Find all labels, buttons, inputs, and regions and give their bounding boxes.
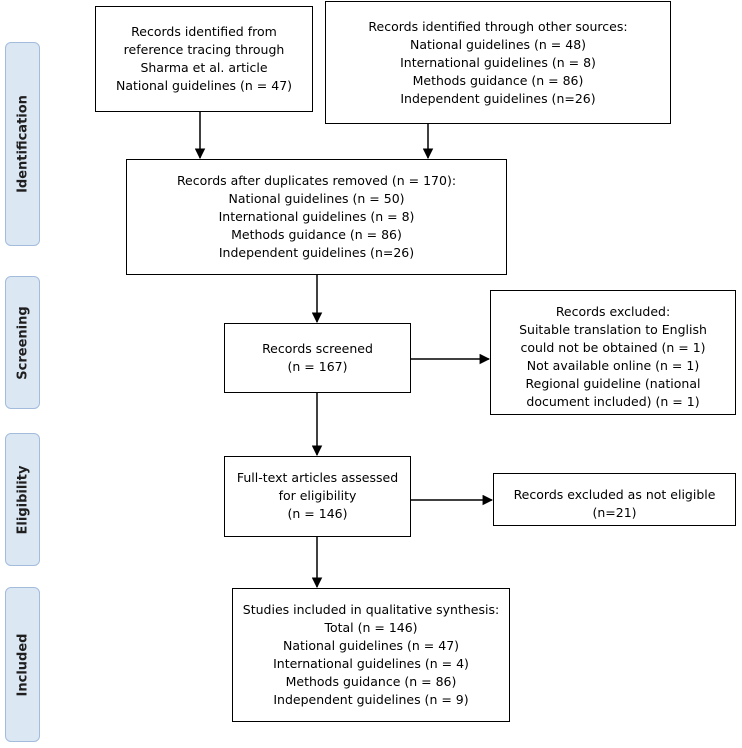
box-records-screened: Records screened (n = 167) — [224, 323, 411, 393]
box-records-identified-reference: Records identified from reference tracin… — [95, 6, 313, 112]
box-line: Records excluded: — [555, 304, 671, 319]
box-line: Full-text articles assessed — [236, 470, 399, 485]
box-line: (n = 146) — [287, 506, 348, 521]
box-line: Methods guidance (n = 86) — [231, 227, 402, 242]
stage-label-included: Included — [5, 587, 40, 742]
box-line: Records after duplicates removed (n = 17… — [176, 173, 457, 188]
box-line: could not be obtained (n = 1) — [520, 340, 706, 355]
box-line: Studies included in qualitative synthesi… — [242, 602, 500, 617]
box-studies-included: Studies included in qualitative synthesi… — [232, 588, 510, 722]
box-line: International guidelines (n = 4) — [273, 656, 469, 671]
box-line: document included) (n = 1) — [526, 394, 700, 409]
box-line: Sharma et al. article — [140, 60, 268, 75]
box-line: (n = 167) — [287, 359, 348, 374]
box-line: National guidelines (n = 47) — [282, 638, 460, 653]
stage-label-identification: Identification — [5, 42, 40, 246]
box-line: Total (n = 146) — [324, 620, 418, 635]
box-line: Methods guidance (n = 86) — [412, 72, 584, 88]
box-line: Regional guideline (national — [525, 376, 701, 391]
box-records-after-duplicates: Records after duplicates removed (n = 17… — [126, 159, 507, 275]
box-records-not-eligible: Records excluded as not eligible (n=21) — [493, 473, 736, 526]
box-records-excluded: Records excluded: Suitable translation t… — [490, 290, 736, 415]
box-line: Independent guidelines (n = 9) — [273, 692, 469, 707]
box-line: Suitable translation to English — [519, 322, 707, 337]
box-line: for eligibility — [278, 488, 357, 503]
box-line: National guidelines (n = 50) — [228, 191, 405, 206]
box-line: Not available online (n = 1) — [526, 358, 700, 373]
stage-label-identification-text: Identification — [15, 95, 30, 193]
stage-label-eligibility: Eligibility — [5, 433, 40, 566]
box-line: reference tracing through — [123, 42, 285, 57]
box-line: Records identified from — [131, 24, 277, 39]
box-line: Independent guidelines (n=26) — [218, 245, 415, 260]
stage-label-eligibility-text: Eligibility — [15, 465, 30, 534]
box-line: International guidelines (n = 8) — [400, 54, 596, 70]
box-line: National guidelines (n = 47) — [115, 78, 293, 93]
box-line: National guidelines (n = 48) — [409, 36, 587, 52]
box-records-identified-other: Records identified through other sources… — [325, 1, 671, 124]
box-fulltext-assessed: Full-text articles assessed for eligibil… — [224, 456, 411, 537]
stage-label-screening-text: Screening — [15, 305, 30, 380]
box-line: (n=21) — [592, 505, 637, 520]
box-line: Records excluded as not eligible — [513, 487, 716, 502]
stage-label-screening: Screening — [5, 276, 40, 409]
box-line: International guidelines (n = 8) — [218, 209, 415, 224]
box-line: Methods guidance (n = 86) — [285, 674, 457, 689]
stage-label-included-text: Included — [15, 633, 30, 696]
box-line: Records identified through other sources… — [368, 18, 628, 34]
box-line: Independent guidelines (n=26) — [400, 90, 596, 106]
box-line: Records screened — [262, 341, 373, 356]
